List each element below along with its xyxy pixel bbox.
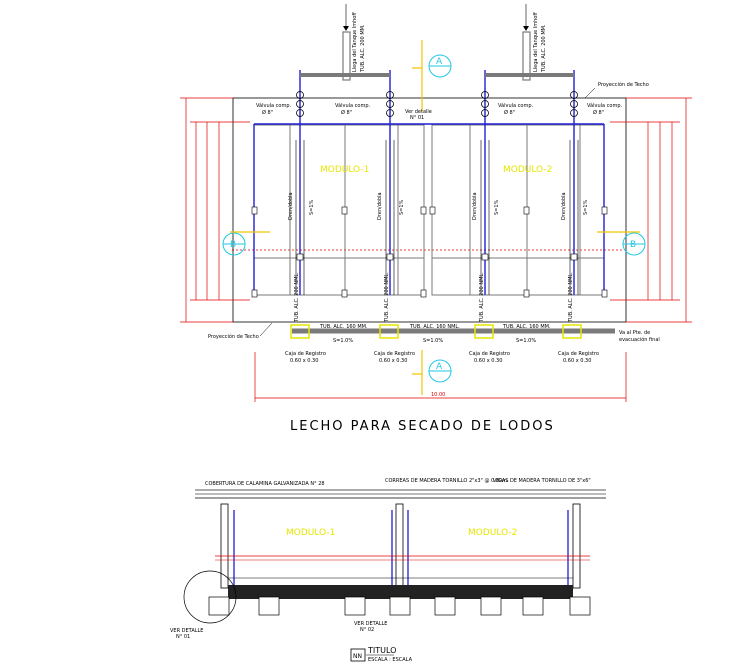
title-scale: ESCALA : ESCALA bbox=[368, 657, 413, 663]
section-b-right-letter: B bbox=[630, 240, 636, 250]
register-box-size-1: 0.60 x 0.30 bbox=[290, 358, 318, 364]
detail-circle bbox=[183, 570, 237, 624]
section-b-left-letter: B bbox=[230, 240, 236, 250]
collector-slope-2: S=1.0% bbox=[423, 338, 443, 344]
ver-detalle-number: N° 01 bbox=[410, 115, 424, 121]
valve-size-2: Ø 8" bbox=[341, 109, 352, 116]
roof-projection-bottom-label: Proyección de Techo bbox=[208, 333, 259, 340]
dimension-lines bbox=[180, 97, 692, 402]
section-a-top-letter: A bbox=[436, 57, 443, 67]
drain-label-3: Dren/dobla bbox=[472, 192, 478, 220]
plan-module-2-label: MODULO-2 bbox=[503, 165, 552, 175]
register-box-label-4: Caja de Registro bbox=[558, 351, 599, 357]
slope-label-3: S=1% bbox=[494, 199, 500, 215]
drain-pipes bbox=[295, 140, 579, 295]
collector-label-2: TUB. ALC. 160 NML. bbox=[409, 324, 460, 330]
register-box-size-4: 0.60 x 0.30 bbox=[563, 358, 591, 364]
section-module-1-label: MODULO-1 bbox=[286, 528, 335, 538]
slope-label-4: S=1% bbox=[583, 199, 589, 215]
drain-label-4: Dren/dobla bbox=[561, 192, 567, 220]
valve-label-3: Válvula comp. bbox=[498, 102, 534, 109]
section-ver-detalle-1-number: N° 01 bbox=[176, 634, 190, 640]
outlet-label-line-1: Va al Pte. de bbox=[619, 330, 650, 336]
valve-size-4: Ø 8" bbox=[593, 109, 604, 116]
title-block: NN TITULO ESCALA : ESCALA bbox=[350, 646, 413, 663]
vertical-pipe-label-1: TUB. ALC. 200 NML. bbox=[294, 272, 300, 323]
valve-label-1: Válvula comp. bbox=[256, 102, 292, 109]
section-top-label-2: CORREAS DE MADERA TORNILLO 2"x3" @ 0.80m… bbox=[385, 478, 509, 484]
vertical-pipe-label-3: TUB. ALC. 200 NML. bbox=[479, 272, 485, 323]
section-top-label-1: COBERTURA DE CALAMINA GALVANIZADA N° 28 bbox=[205, 481, 325, 487]
roof-projection-top-label: Proyección de Techo bbox=[598, 81, 649, 88]
inlet-pipes bbox=[300, 4, 574, 81]
section-arrows bbox=[230, 40, 640, 395]
inlet-label-1: Llega del Tanque Imhoff bbox=[352, 12, 358, 72]
collector-label-1: TUB. ALC. 160 MM. bbox=[319, 324, 368, 330]
overall-dimension: 10.00 bbox=[431, 392, 445, 398]
valve-size-1: Ø 8" bbox=[262, 109, 273, 116]
register-box-label-1: Caja de Registro bbox=[285, 351, 326, 357]
gravel-bed bbox=[228, 585, 573, 599]
title-badge: NN bbox=[353, 653, 362, 660]
collector-slope-3: S=1.0% bbox=[516, 338, 536, 344]
valve-size-3: Ø 8" bbox=[504, 109, 515, 116]
vertical-pipe-label-4: TUB. ALC. 200 NML. bbox=[568, 272, 574, 323]
valve-label-4: Válvula comp. bbox=[587, 102, 623, 109]
drain-label-2: Dren/dobla bbox=[377, 192, 383, 220]
distribution-pipes bbox=[253, 70, 605, 295]
inlet-label-2: Llega del Tanque Imhoff bbox=[533, 12, 539, 72]
section-module-2-label: MODULO-2 bbox=[468, 528, 517, 538]
register-box-label-2: Caja de Registro bbox=[374, 351, 415, 357]
collector-pipe bbox=[290, 324, 615, 339]
plan-view: A A B B MODULO-1 MODULO-2 Llega del Tanq… bbox=[180, 4, 692, 402]
outlet-label-line-2: evacuación final bbox=[619, 336, 660, 343]
section-ver-detalle-2: VER DETALLE bbox=[354, 621, 387, 627]
valve-label-2: Válvula comp. bbox=[335, 102, 371, 109]
posts bbox=[251, 206, 608, 298]
drying-bed-frames bbox=[253, 124, 605, 296]
collector-slope-1: S=1.0% bbox=[333, 338, 353, 344]
inlet-pipe-label-2: TUB. ALC. 200 MM. bbox=[541, 24, 547, 73]
register-box-size-3: 0.60 x 0.30 bbox=[474, 358, 502, 364]
section-ver-detalle-2-number: N° 02 bbox=[360, 627, 374, 633]
section-top-label-3: VIGAS DE MADERA TORNILLO DE 3"x6" bbox=[493, 478, 591, 484]
slope-label-1: S=1% bbox=[309, 199, 315, 215]
roof-projection-outline bbox=[232, 97, 627, 323]
section-view: MODULO-1 MODULO-2 COBERTURA DE CALAMINA … bbox=[170, 478, 606, 640]
slope-label-2: S=1% bbox=[399, 199, 405, 215]
vertical-pipe-label-2: TUB. ALC. 200 NML. bbox=[384, 272, 390, 323]
title-text: TITULO bbox=[367, 646, 396, 655]
register-box-size-2: 0.60 x 0.30 bbox=[379, 358, 407, 364]
plan-module-1-label: MODULO-1 bbox=[320, 165, 369, 175]
collector-label-3: TUB. ALC. 160 MM. bbox=[502, 324, 551, 330]
valves bbox=[296, 91, 578, 117]
main-title: LECHO PARA SECADO DE LODOS bbox=[290, 419, 555, 434]
section-a-bottom-letter: A bbox=[436, 362, 443, 372]
section-marks bbox=[222, 54, 646, 383]
section-ver-detalle-1: VER DETALLE bbox=[170, 628, 203, 634]
drain-label-1: Dren/dobla bbox=[288, 192, 294, 220]
inlet-pipe-label-1: TUB. ALC. 200 MM. bbox=[360, 24, 366, 73]
register-box-label-3: Caja de Registro bbox=[469, 351, 510, 357]
ver-detalle-label: Ver detalle bbox=[405, 109, 432, 115]
